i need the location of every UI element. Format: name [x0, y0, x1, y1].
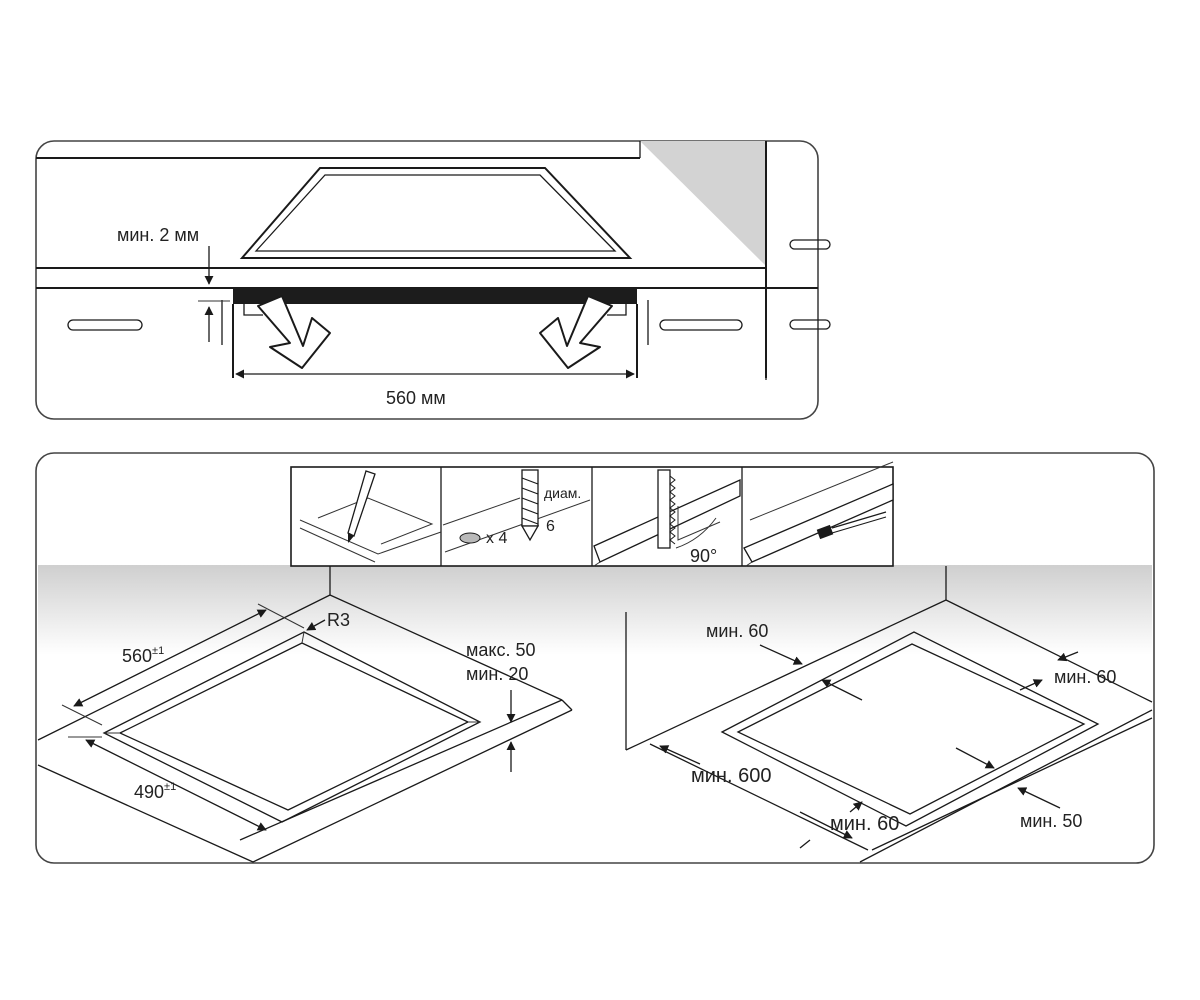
clearance-dimensions-view: мин. 60 мин. 60 мин. 600 мин. 60 мин. 50 [625, 566, 1153, 863]
width-label: 560 мм [386, 388, 446, 408]
jigsaw-blade-icon [657, 469, 676, 549]
hole-count: x 4 [486, 530, 507, 547]
section-view-panel: мин. 2 мм 560 мм [35, 140, 831, 420]
edge-min-label: мин. 50 [1020, 811, 1082, 831]
drill-bit-icon [520, 469, 540, 542]
thickness-min-label: мин. 20 [466, 664, 528, 684]
gap-strip [233, 288, 637, 304]
step-drilling: x 4 диам. 6 [442, 469, 591, 553]
drawer-handle-side-upper [789, 239, 831, 250]
sealing-tape-icon [816, 511, 887, 540]
drill-value: 6 [546, 518, 555, 535]
length-tolerance: ±1 [152, 645, 164, 657]
gap-label: мин. 2 мм [117, 225, 199, 245]
width-tolerance: ±1 [164, 781, 176, 793]
drawer-handle-right [659, 319, 743, 331]
drill-label: диам. [544, 485, 581, 501]
wall-min-label: мин. 600 [691, 765, 771, 787]
step-sealing [743, 461, 894, 567]
panel-frame [35, 140, 819, 420]
cutout-dimensions-view: R3 560±1 490±1 макс. 50 мин. 20 [37, 566, 573, 863]
radius-label: R3 [327, 610, 350, 630]
side-min-label: мин. 60 [1054, 667, 1116, 687]
length-label: 560±1 [122, 645, 164, 666]
thickness-max-label: макс. 50 [466, 640, 536, 660]
width-value: 490 [134, 782, 164, 802]
length-value: 560 [122, 646, 152, 666]
hole-icon [459, 532, 481, 544]
installation-steps: x 4 диам. 6 90° [290, 461, 894, 567]
drawer-handle-side-lower [789, 319, 831, 330]
wall-shade [640, 141, 766, 266]
down-arrow-icon [257, 295, 331, 369]
angle-label: 90° [690, 546, 717, 566]
back-min-label: мин. 60 [706, 621, 768, 641]
step-cutting: 90° [593, 469, 741, 567]
down-arrow-icon [539, 295, 613, 369]
front-min-label: мин. 60 [830, 813, 899, 835]
drawer-handle-left [67, 319, 143, 331]
step-marking [299, 470, 442, 563]
pencil-icon [347, 470, 376, 543]
back-wall [38, 565, 1152, 655]
width-label: 490±1 [134, 781, 176, 802]
